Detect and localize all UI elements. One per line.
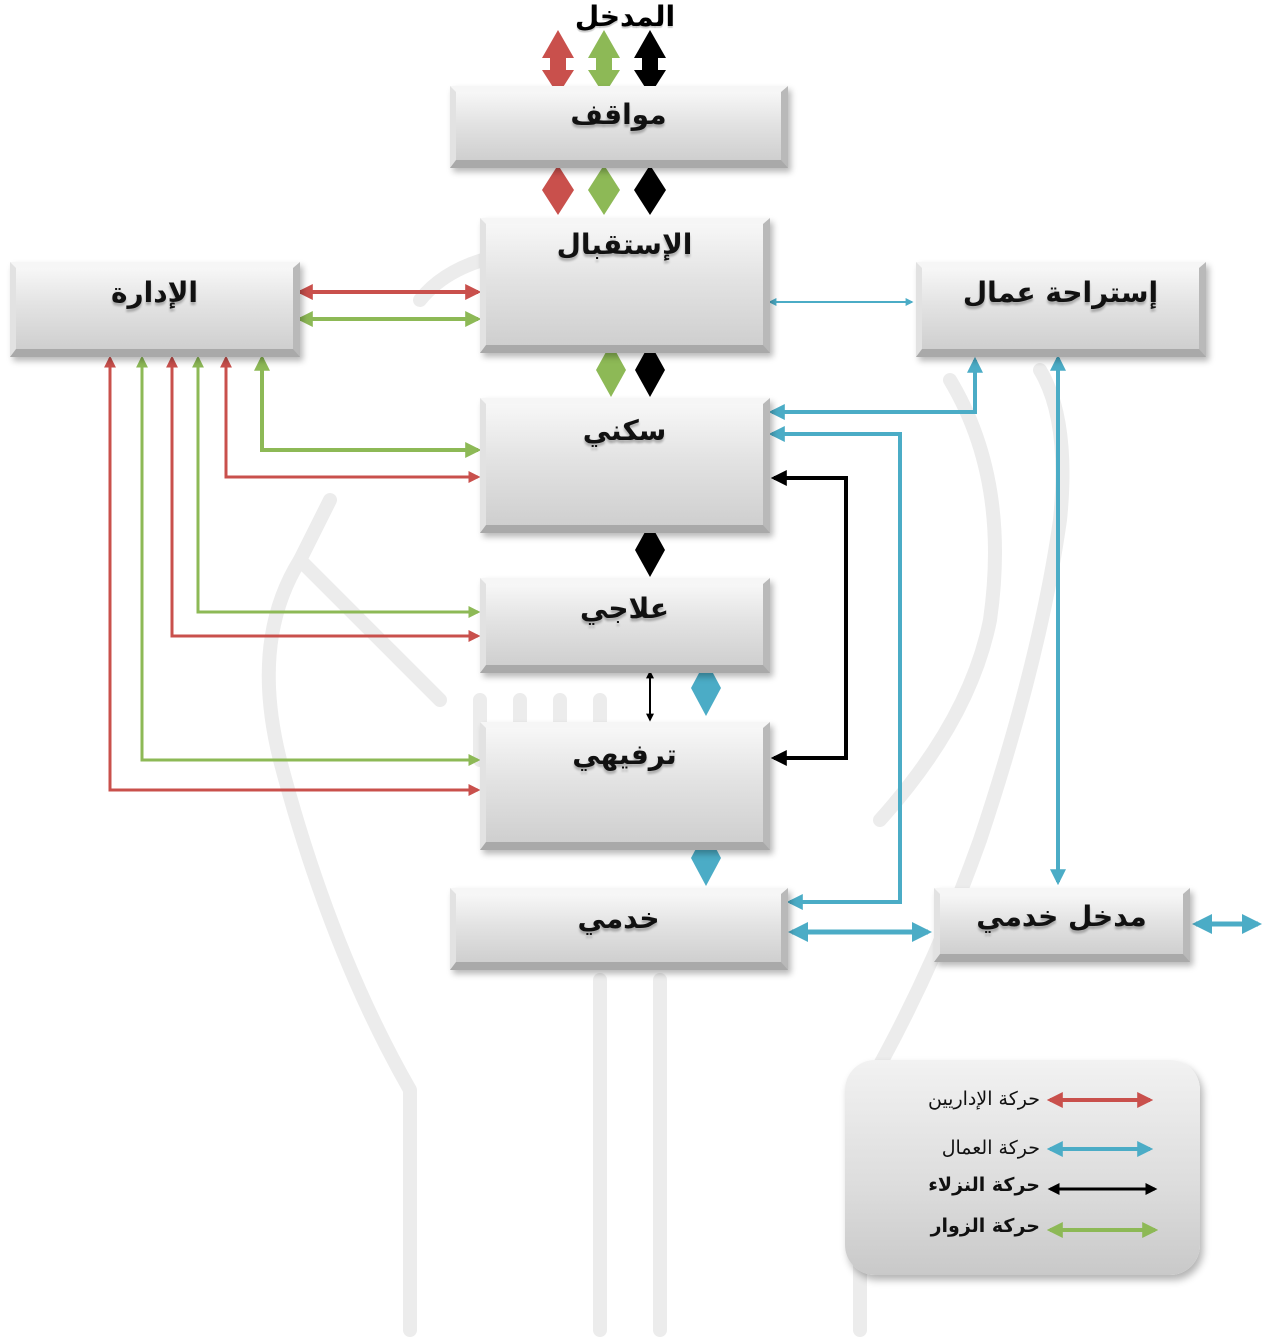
reception-box[interactable]: الإستقبال <box>480 218 770 353</box>
admin-residential-arrows <box>226 358 478 477</box>
residential-label: سكني <box>486 404 763 447</box>
admin-reception-arrows <box>300 292 478 319</box>
workersrest-residential-arrow <box>772 360 975 412</box>
residential-recreational-resident-arrow <box>774 478 846 758</box>
parking-reception-arrows <box>542 165 666 215</box>
service-entrance-box[interactable]: مدخل خدمي <box>934 888 1190 962</box>
therapeutic-box[interactable]: علاجي <box>480 578 770 673</box>
workers-rest-label: إستراحة عمال <box>922 268 1199 309</box>
parking-resident-arrow <box>634 165 666 215</box>
service-box[interactable]: خدمي <box>450 888 788 970</box>
service-label: خدمي <box>456 894 781 935</box>
therapeutic-label: علاجي <box>486 584 763 625</box>
service-entrance-label: مدخل خدمي <box>940 894 1183 933</box>
parking-label: مواقف <box>456 92 781 131</box>
workers-rest-box[interactable]: إستراحة عمال <box>916 262 1206 357</box>
parking-admin-arrow <box>542 165 574 215</box>
administration-box[interactable]: الإدارة <box>10 262 300 357</box>
parking-box[interactable]: مواقف <box>450 86 788 168</box>
legend-workers-label: حركة العمال <box>942 1137 1040 1159</box>
residential-service-worker-arrow <box>772 434 900 902</box>
legend-residents-label: حركة النزلاء <box>928 1174 1040 1196</box>
reception-label: الإستقبال <box>486 224 763 261</box>
legend-visitors-label: حركة الزوار <box>931 1215 1040 1237</box>
recreational-label: ترفيهي <box>486 728 763 771</box>
recreational-box[interactable]: ترفيهي <box>480 722 770 850</box>
residential-box[interactable]: سكني <box>480 398 770 533</box>
administration-label: الإدارة <box>16 268 293 309</box>
parking-visitor-arrow <box>588 165 620 215</box>
legend: حركة الإداريين حركة العمال حركة النزلاء … <box>845 1060 1200 1275</box>
legend-admins-label: حركة الإداريين <box>928 1088 1040 1110</box>
entrance-title: المدخل <box>540 0 710 33</box>
